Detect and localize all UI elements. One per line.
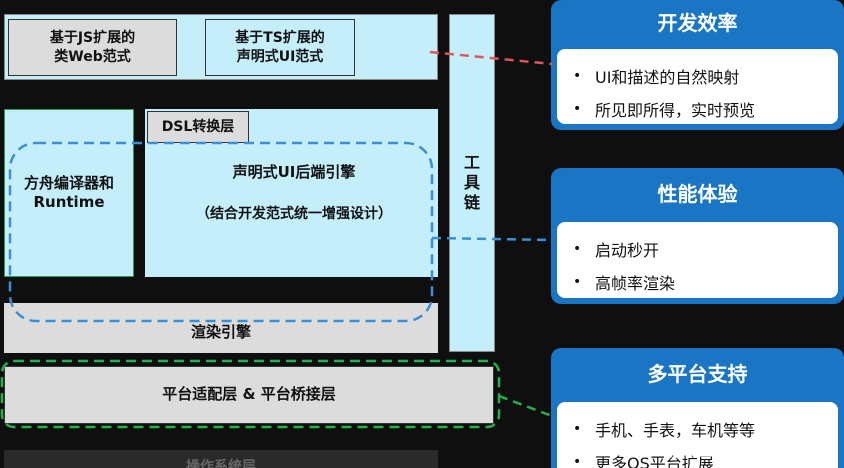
list-item-text: 所见即所得，实时预览 — [595, 100, 756, 120]
list-item: • UI和描述的自然映射 — [573, 59, 826, 92]
bullet-icon: • — [573, 273, 582, 290]
list-item-text: UI和描述的自然映射 — [595, 67, 740, 87]
card-title: 性能体验 — [657, 181, 738, 206]
watermark: CSDN @特立独行的猫a — [620, 442, 782, 460]
dsl-layer-box[interactable]: DSL转换层 — [147, 111, 249, 143]
bullet-icon: • — [573, 453, 582, 468]
list-item-text: 高帧率渲染 — [595, 273, 676, 293]
bullet-icon: • — [573, 67, 582, 84]
card-multi-platform: 多平台支持 • 手机、手表，车机等等 • 更多OS平台扩展 — [551, 348, 844, 468]
card-list: • UI和描述的自然映射 • 所见即所得，实时预览 — [557, 49, 838, 124]
list-item-text: 更多OS平台扩展 — [595, 453, 714, 468]
os-layer-box[interactable]: 操作系统层 — [4, 450, 438, 468]
bullet-icon: • — [573, 240, 582, 257]
list-item: • 手机、手表，车机等等 — [573, 412, 826, 445]
list-item: • 高帧率渲染 — [573, 265, 826, 298]
card-list: • 启动秒开 • 高帧率渲染 — [557, 222, 838, 298]
list-item: • 更多OS平台扩展 — [573, 445, 826, 468]
card-title: 多平台支持 — [647, 361, 748, 386]
engine-note: （结合开发范式统一增强设计） — [196, 205, 392, 222]
ark-compiler-box[interactable]: 方舟编译器和 Runtime — [4, 109, 134, 277]
list-item: • 启动秒开 — [573, 232, 826, 265]
bullet-icon: • — [573, 100, 582, 117]
js-paradigm-box[interactable]: 基于JS扩展的 类Web范式 — [8, 19, 177, 76]
ts-paradigm-box[interactable]: 基于TS扩展的 声明式UI范式 — [205, 19, 355, 76]
green-connector — [498, 394, 553, 418]
list-item-text: 启动秒开 — [595, 240, 660, 260]
toolchain-box[interactable]: 工 具 链 — [449, 14, 495, 352]
card-list: • 手机、手表，车机等等 • 更多OS平台扩展 — [557, 402, 838, 468]
render-engine-box[interactable]: 渲染引擎 — [4, 303, 438, 353]
list-item-text: 手机、手表，车机等等 — [595, 420, 756, 440]
declarative-engine-label: 声明式UI后端引擎 — [232, 163, 356, 182]
bullet-icon: • — [573, 420, 582, 437]
card-performance: 性能体验 • 启动秒开 • 高帧率渲染 — [551, 168, 844, 304]
list-item: • 所见即所得，实时预览 — [573, 92, 826, 125]
platform-layer-box[interactable]: 平台适配层 & 平台桥接层 — [4, 366, 494, 424]
card-dev-efficiency: 开发效率 • UI和描述的自然映射 • 所见即所得，实时预览 — [551, 0, 844, 130]
card-title: 开发效率 — [657, 10, 738, 35]
